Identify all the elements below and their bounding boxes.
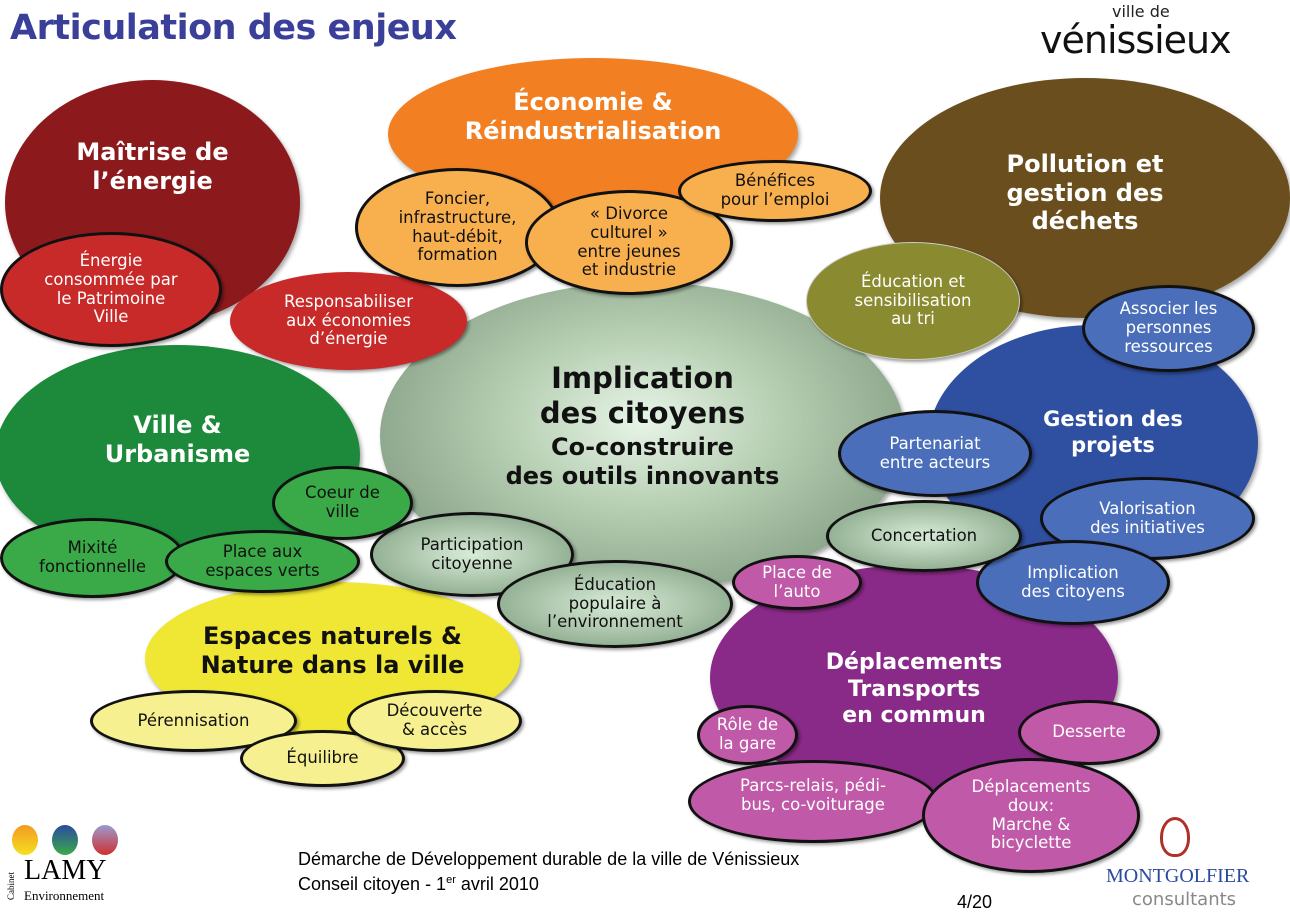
venissieux-logo: ville de vénissieux	[1040, 4, 1280, 64]
page-number: 4/20	[957, 892, 993, 912]
bubble-desserte: Desserte	[1018, 700, 1160, 765]
bubble-label: Énergie consommée par le Patrimoine Vill…	[44, 250, 178, 327]
bubble-mixite: Mixité fonctionnelle	[0, 518, 185, 598]
bubble-label: Éducation populaire à l’environnement	[547, 574, 683, 632]
bubble-coeur-de-ville: Coeur de ville	[272, 466, 413, 540]
bubble-label: Découverte & accès	[386, 701, 483, 739]
lamy-circle-blue-icon	[52, 825, 78, 855]
bubble-deplacements-doux: Déplacements doux: Marche & bicyclette	[922, 758, 1140, 873]
center-subtitle: Co-construire des outils innovants	[505, 433, 780, 490]
bubble-responsabiliser: Responsabiliser aux économies d’énergie	[230, 272, 467, 370]
logo-small-text: ville de	[1112, 2, 1170, 21]
bubble-label: Éducation et sensibilisation au tri	[854, 271, 972, 329]
bubble-label: Concertation	[870, 525, 978, 545]
bubble-label: Implication des citoyens	[1021, 562, 1125, 601]
bubble-espaces: Espaces naturels & Nature dans la ville	[145, 582, 520, 735]
bubble-benefices: Bénéfices pour l’emploi	[678, 160, 872, 222]
bubble-label: Associer les personnes ressources	[1119, 299, 1218, 356]
bubble-label: Espaces naturels & Nature dans la ville	[200, 622, 465, 679]
bubble-parcs-relais: Parcs-relais, pédi- bus, co-voiturage	[688, 760, 938, 843]
bubble-education-populaire: Éducation populaire à l’environnement	[497, 560, 733, 648]
bubble-label: Place de l’auto	[762, 562, 832, 601]
bubble-label: Rôle de la gare	[716, 715, 779, 753]
bubble-label: « Divorce culturel » entre jeunes et ind…	[577, 203, 681, 280]
bubble-label: Place aux espaces verts	[205, 541, 320, 580]
footer-line-2-date: avril 2010	[455, 874, 539, 894]
bubble-divorce: « Divorce culturel » entre jeunes et ind…	[525, 190, 733, 295]
bubble-label: Économie & Réindustrialisation	[464, 88, 722, 145]
consultants-text: consultants	[1132, 889, 1237, 910]
bubble-label: Parcs-relais, pédi- bus, co-voiturage	[740, 775, 886, 814]
bubble-label: Responsabiliser aux économies d’énergie	[284, 291, 413, 349]
bubble-espaces-verts: Place aux espaces verts	[165, 530, 360, 593]
lamy-environnement-text: Environnement	[24, 888, 105, 903]
bubble-energie-consommee: Énergie consommée par le Patrimoine Vill…	[0, 232, 222, 347]
footer-line-2: Conseil citoyen - 1er avril 2010	[298, 874, 539, 894]
bubble-label: Gestion des projets	[1043, 407, 1183, 457]
bubble-label: Bénéfices pour l’emploi	[720, 171, 830, 209]
bubble-decouverte: Découverte & accès	[347, 690, 522, 752]
bubble-education-tri: Éducation et sensibilisation au tri	[806, 242, 1020, 360]
bubble-perennisation: Pérennisation	[90, 690, 297, 752]
bubble-label: Ville & Urbanisme	[104, 411, 251, 468]
bubble-label: Partenariat entre acteurs	[879, 433, 991, 472]
lamy-name-text: LAMY	[24, 855, 107, 886]
bubble-concertation: Concertation	[826, 500, 1022, 572]
lamy-logo: Cabinet LAMY Environnement	[6, 825, 131, 910]
lamy-circle-purple-icon	[92, 825, 118, 855]
bubble-label: Équilibre	[286, 748, 359, 768]
lamy-cabinet-text: Cabinet	[6, 872, 16, 900]
bubble-label: Desserte	[1052, 722, 1126, 742]
bubble-foncier: Foncier, infrastructure, haut-débit, for…	[355, 168, 560, 287]
montgolfier-logo: MONTGOLFIER consultants	[1100, 815, 1260, 915]
bubble-associer: Associer les personnes ressources	[1082, 285, 1255, 372]
bubble-label: Déplacements doux: Marche & bicyclette	[971, 776, 1091, 853]
lamy-circle-orange-icon	[12, 825, 38, 855]
footer-superscript: er	[446, 874, 456, 886]
bubble-gare: Rôle de la gare	[697, 705, 798, 765]
bubble-label: Pérennisation	[137, 710, 250, 730]
bubble-partenariat: Partenariat entre acteurs	[838, 410, 1032, 497]
bubble-equilibre: Équilibre	[240, 730, 405, 787]
bubble-label: Pollution et gestion des déchets	[1006, 149, 1164, 236]
montgolfier-text: MONTGOLFIER	[1106, 865, 1250, 887]
bubble-label: Coeur de ville	[305, 483, 380, 521]
footer-line-1: Démarche de Développement durable de la …	[298, 849, 800, 869]
bubble-label: Valorisation des initiatives	[1090, 498, 1205, 537]
center-title: Implication des citoyens	[539, 361, 746, 431]
footer-line-2-text: Conseil citoyen - 1	[298, 874, 447, 894]
page-title: Articulation des enjeux	[10, 8, 457, 48]
bubble-label: Participation citoyenne	[420, 534, 524, 573]
bubble-label: Maîtrise de l’énergie	[76, 138, 229, 195]
logo-big-text: vénissieux	[1040, 18, 1232, 62]
balloon-icon	[1160, 817, 1190, 857]
bubble-label: Mixité fonctionnelle	[39, 538, 146, 576]
bubble-label: Foncier, infrastructure, haut-débit, for…	[398, 188, 517, 265]
bubble-place-auto: Place de l’auto	[732, 555, 862, 610]
bubble-label: Déplacements Transports en commun	[825, 650, 1003, 729]
